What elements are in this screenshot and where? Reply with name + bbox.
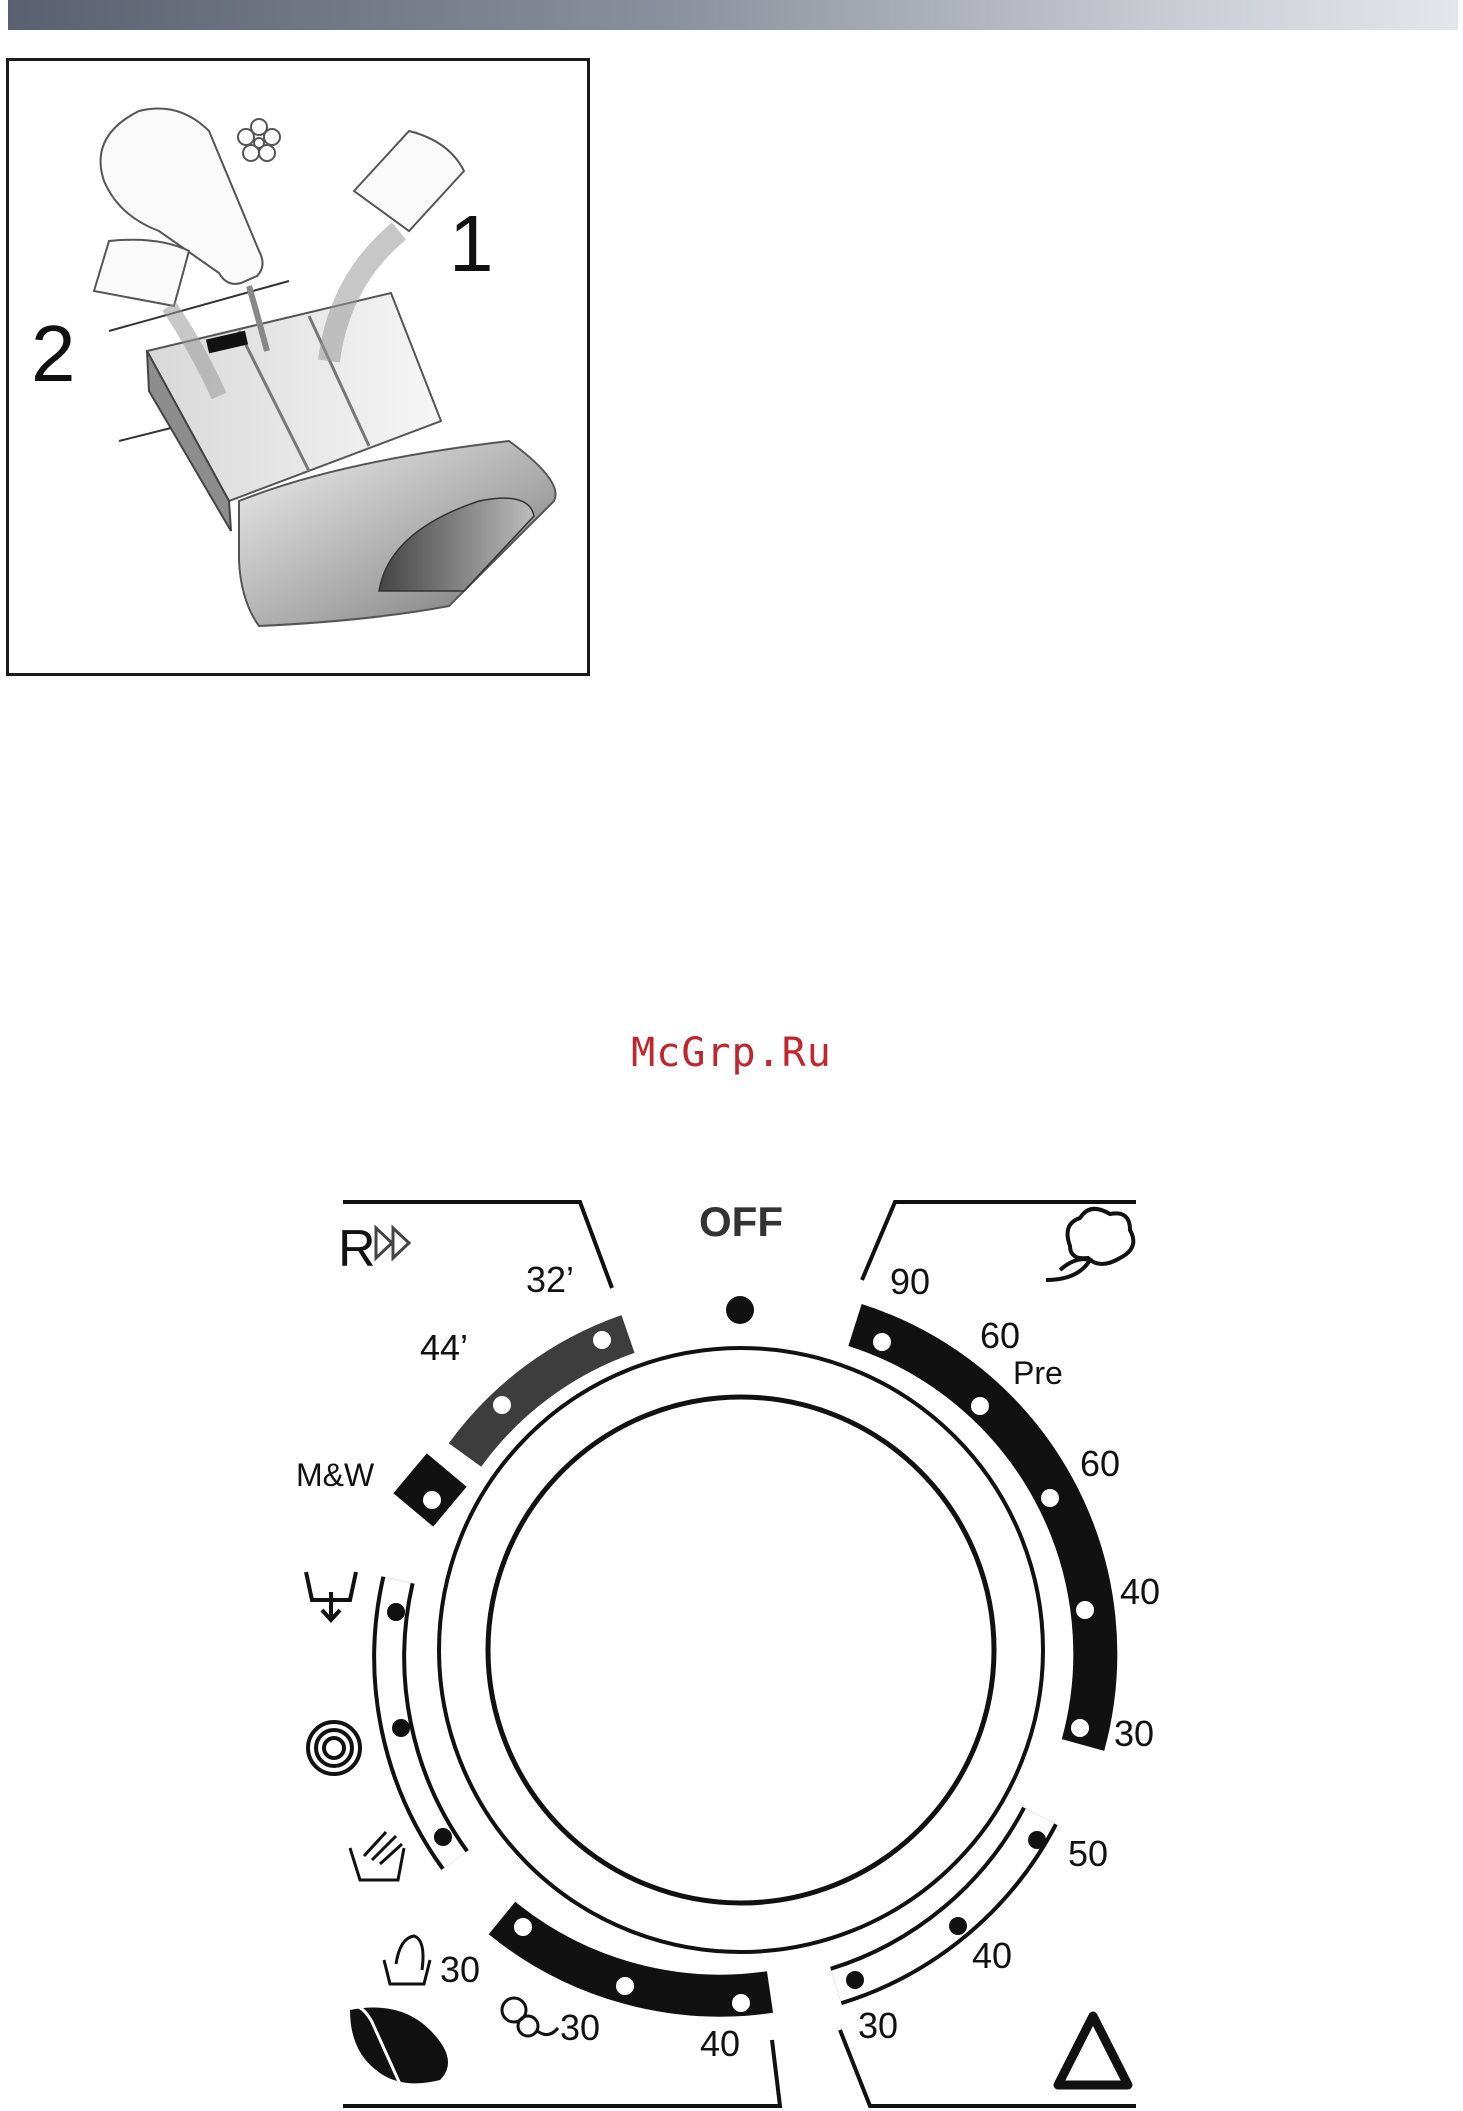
compartment-1-label: 1	[449, 199, 494, 288]
rapid-icon: R	[338, 1220, 409, 1278]
spin-dot[interactable]	[392, 1719, 410, 1737]
handwash-30-dot[interactable]	[514, 1918, 532, 1936]
synthetic-50-label: 50	[1068, 1833, 1108, 1874]
cotton-60-dot[interactable]	[1041, 1489, 1059, 1507]
header-gradient-bar	[8, 0, 1458, 30]
quick-32-dot[interactable]	[593, 1331, 611, 1349]
delicate-40-dot[interactable]	[732, 1994, 750, 2012]
cotton-40-dot[interactable]	[1076, 1601, 1094, 1619]
feather-icon	[346, 2006, 448, 2084]
triangle-icon	[1058, 2016, 1128, 2085]
mw-dot[interactable]	[423, 1491, 441, 1509]
quick-32-label: 32’	[526, 1259, 574, 1300]
wool-30-label: 30	[560, 2007, 600, 2048]
cotton-60-label: 60	[1080, 1443, 1120, 1484]
rinse-dot[interactable]	[434, 1828, 452, 1846]
handwash-30-label: 30	[440, 1949, 480, 1990]
synthetic-30-dot[interactable]	[846, 1971, 864, 1989]
cotton-40-label: 40	[1120, 1571, 1160, 1612]
program-dial: OFF R 32’ 44’ M&W 90 60 Pre 60 40 30	[0, 1180, 1463, 2111]
cotton-30-label: 30	[1114, 1713, 1154, 1754]
delicate-40-label: 40	[700, 2023, 740, 2064]
quick-44-dot[interactable]	[493, 1396, 511, 1414]
cotton-90-dot[interactable]	[873, 1333, 891, 1351]
mw-label: M&W	[296, 1457, 375, 1493]
synthetic-50-dot[interactable]	[1028, 1831, 1046, 1849]
synthetic-30-label: 30	[858, 2005, 898, 2046]
dial-outer-ring[interactable]	[439, 1348, 1043, 1952]
cotton-icon	[1046, 1209, 1133, 1280]
watermark-text: McGrp.Ru	[0, 1030, 1463, 1076]
detergent-dispenser-illustration: 1 2	[6, 58, 590, 676]
off-label: OFF	[699, 1198, 783, 1245]
cotton-90-label: 90	[890, 1261, 930, 1302]
delicate-segment[interactable]	[502, 1918, 770, 1996]
cotton-60pre-label: 60	[980, 1315, 1020, 1356]
wool-30-dot[interactable]	[616, 1977, 634, 1995]
off-position-dot[interactable]	[726, 1296, 754, 1324]
spin-icon	[308, 1722, 360, 1774]
compartment-2-label: 2	[31, 309, 76, 398]
synthetic-40-label: 40	[972, 1935, 1012, 1976]
drain-icon	[306, 1572, 356, 1620]
svg-text:R: R	[338, 1220, 376, 1278]
cotton-30-dot[interactable]	[1071, 1719, 1089, 1737]
synthetic-40-dot[interactable]	[949, 1917, 967, 1935]
flower-icon	[238, 119, 280, 161]
cotton-pre-label: Pre	[1013, 1355, 1063, 1391]
cotton-60pre-dot[interactable]	[971, 1397, 989, 1415]
drain-dot[interactable]	[387, 1603, 405, 1621]
handwash-icon	[384, 1936, 430, 1984]
quick-44-label: 44’	[420, 1327, 468, 1368]
dial-inner-ring[interactable]	[488, 1397, 994, 1903]
mw-segment[interactable]	[393, 1453, 466, 1526]
wool-icon	[502, 1998, 558, 2036]
rinse-icon	[350, 1832, 404, 1880]
